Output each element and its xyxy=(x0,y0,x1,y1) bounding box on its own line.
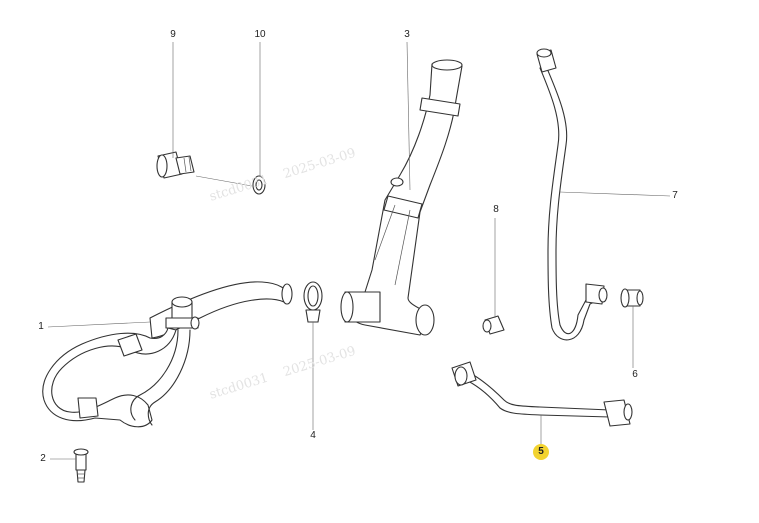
callout-4[interactable]: 4 xyxy=(310,430,316,441)
part-4-hose-clamp[interactable] xyxy=(303,281,323,323)
callout-5-highlighted[interactable]: 5 xyxy=(533,444,549,460)
part-7-bleed-pipe[interactable] xyxy=(536,48,608,341)
callout-7[interactable]: 7 xyxy=(672,190,678,201)
part-9-drain-plug[interactable] xyxy=(156,151,195,179)
part-3-filler-hose[interactable] xyxy=(340,59,463,336)
part-10-washer[interactable] xyxy=(252,175,266,195)
callout-8[interactable]: 8 xyxy=(493,204,499,215)
part-1-coolant-pipe[interactable] xyxy=(42,281,293,428)
callout-2[interactable]: 2 xyxy=(40,453,46,464)
part-8-clip[interactable] xyxy=(482,315,505,335)
leader-lines xyxy=(47,41,671,460)
part-2-bolt[interactable] xyxy=(73,448,89,483)
callout-9[interactable]: 9 xyxy=(170,29,176,40)
callout-6[interactable]: 6 xyxy=(632,369,638,380)
callout-10[interactable]: 10 xyxy=(254,29,266,40)
part-5-coolant-pipe[interactable] xyxy=(451,361,633,427)
callout-3[interactable]: 3 xyxy=(404,29,410,40)
part-6-grommet[interactable] xyxy=(620,288,644,308)
callout-1[interactable]: 1 xyxy=(38,321,44,332)
